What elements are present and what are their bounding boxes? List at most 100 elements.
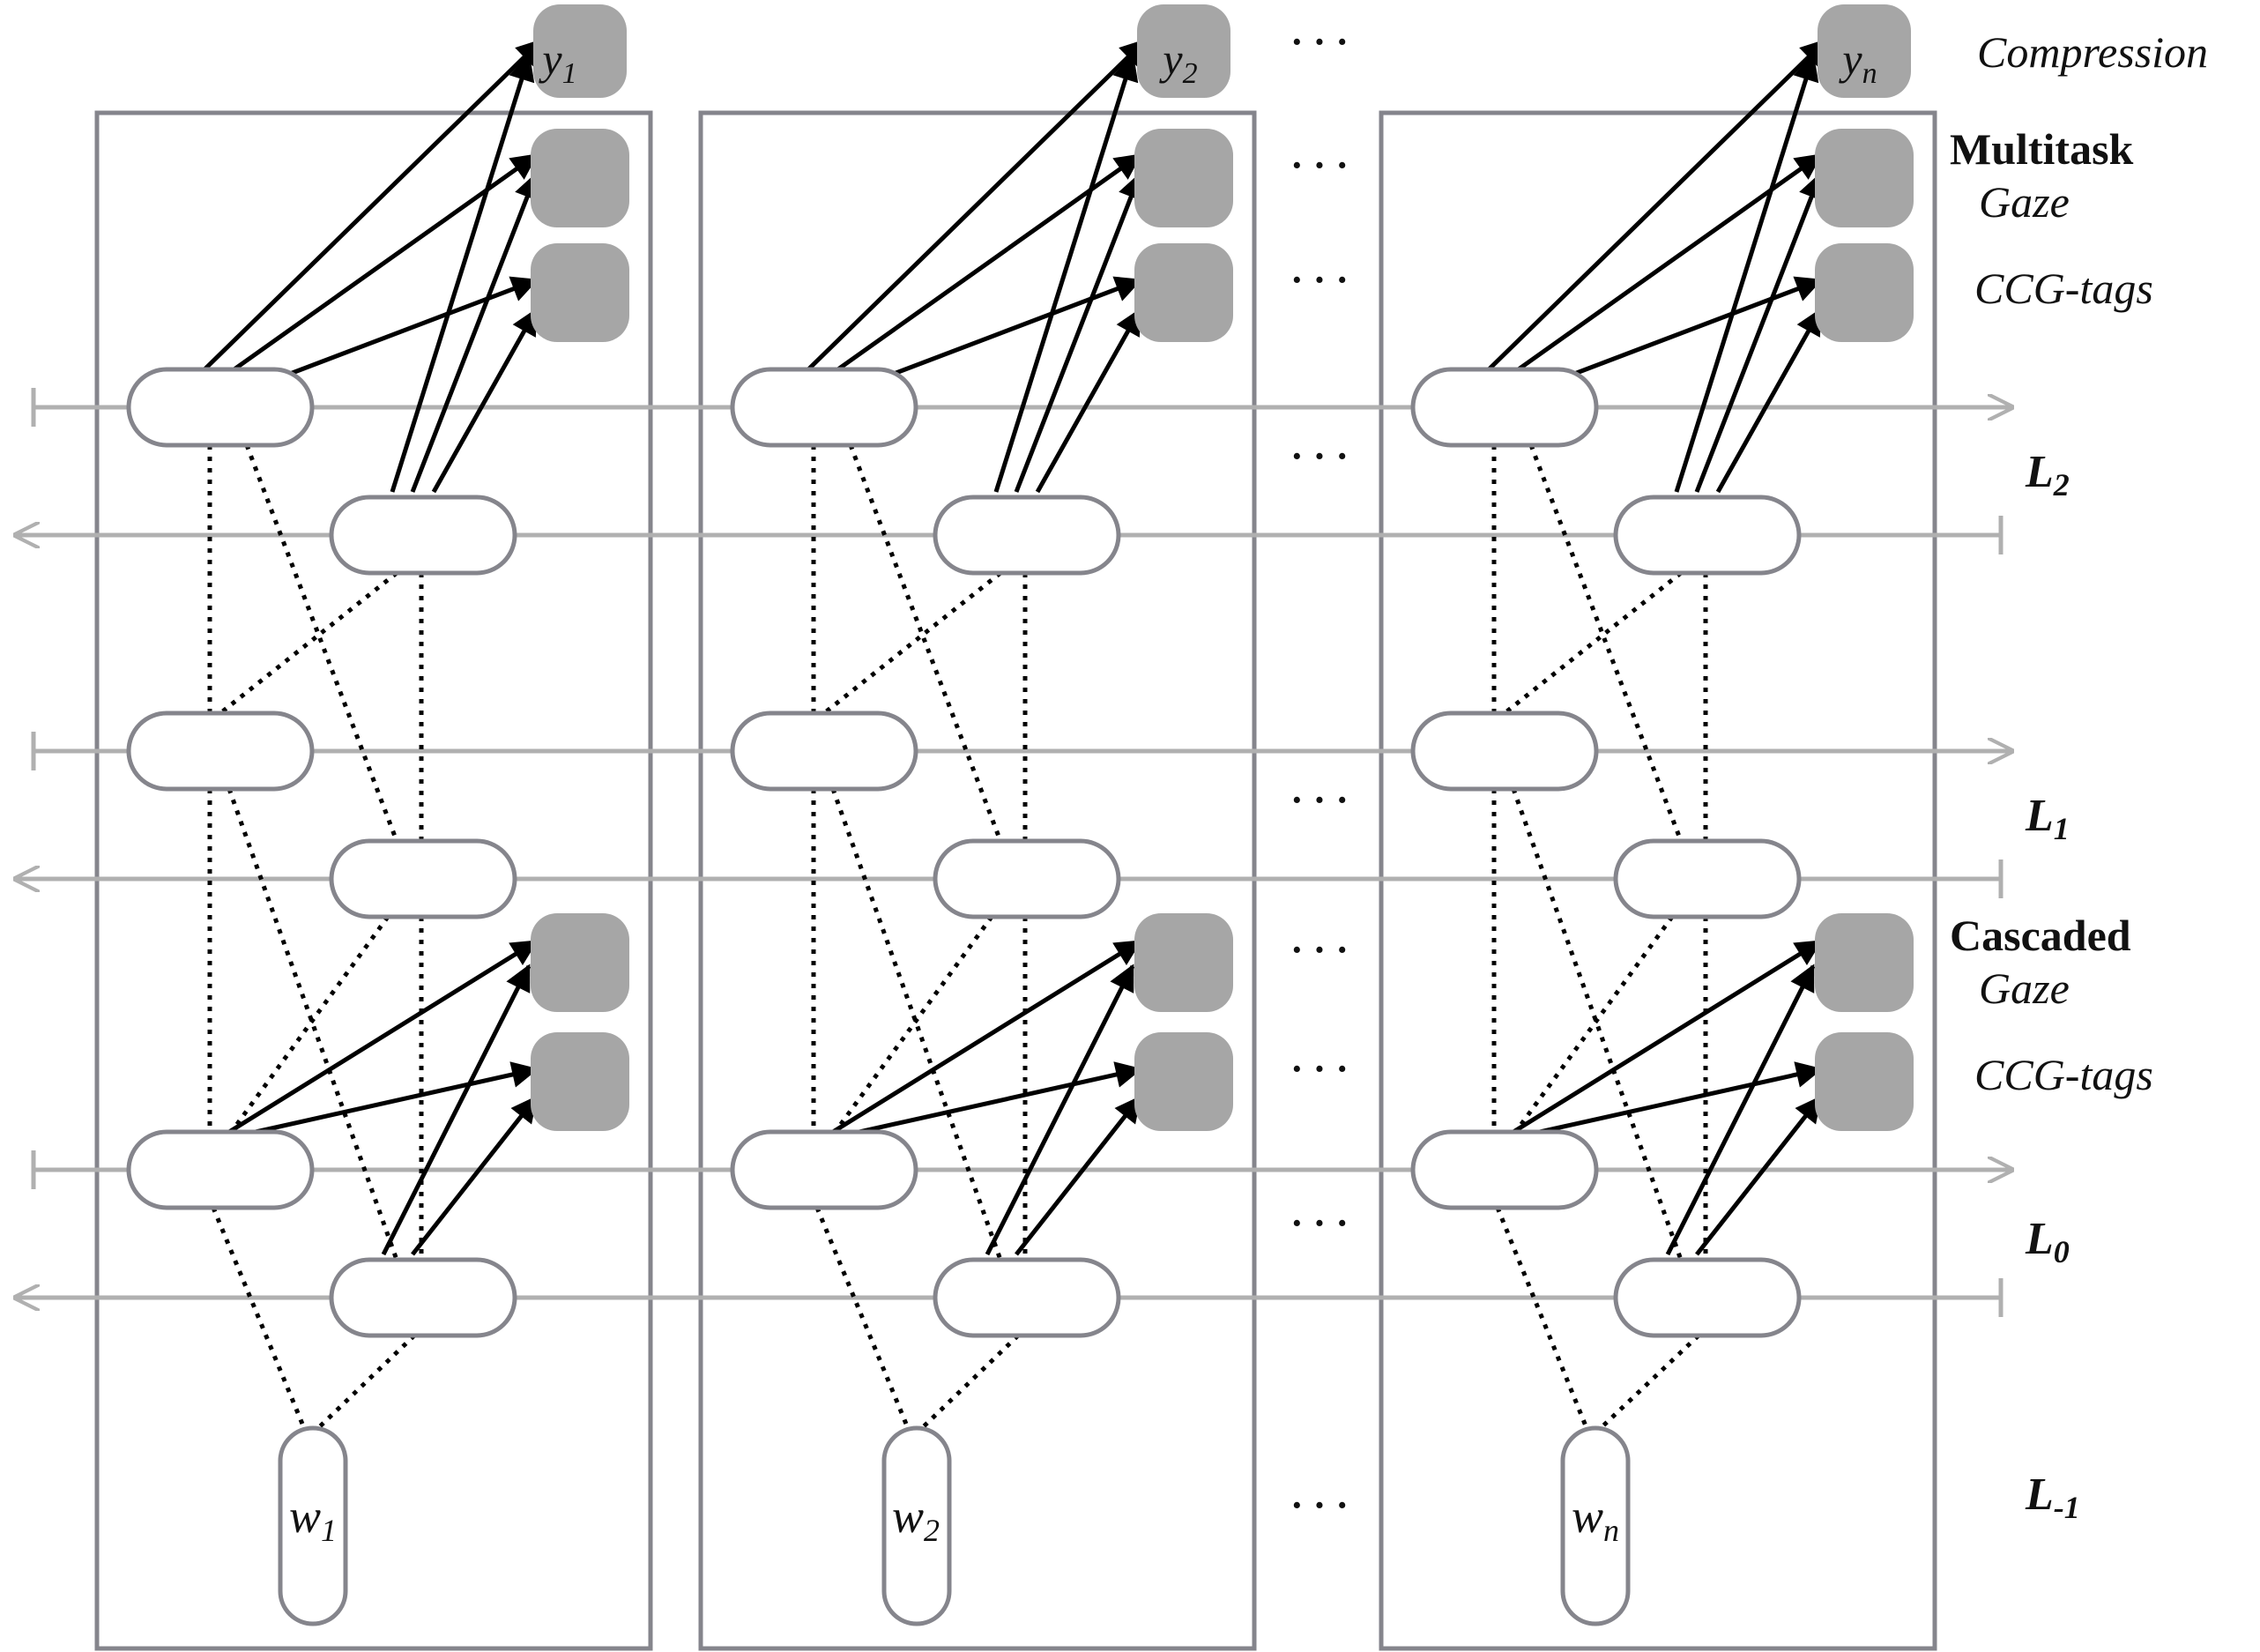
backward-hidden-node-l2 — [1613, 495, 1802, 576]
forward-hidden-node-l0 — [126, 1129, 315, 1210]
cross-connection — [219, 571, 398, 715]
forward-hidden-node-l1 — [730, 711, 918, 792]
layer-label-l2: L2 — [2025, 447, 2070, 502]
cross-connection — [822, 571, 1002, 715]
multitask-gaze-node — [1134, 129, 1233, 227]
arrow-to-cascaded-gaze — [381, 964, 532, 1256]
task-arrows — [199, 38, 1828, 1256]
label-multitask: Multitask — [1950, 124, 2134, 174]
backward-hidden-node-l0 — [329, 1257, 517, 1338]
arrow-to-cascaded-ccg — [1539, 1061, 1823, 1135]
compression-output-node — [533, 4, 627, 98]
arrow-to-cascaded-ccg — [1015, 1095, 1141, 1256]
ellipsis-cascaded-ccg: · · · — [1290, 1047, 1349, 1090]
arrow-to-cascaded-gaze — [227, 939, 539, 1135]
arrow-to-compression — [199, 38, 544, 375]
compression-output-node — [1818, 4, 1911, 98]
ellipsis-l1: · · · — [1290, 778, 1349, 822]
input-connection — [814, 1207, 911, 1429]
ellipsis-l0: · · · — [1290, 1202, 1349, 1245]
cross-connection — [1511, 788, 1684, 1261]
forward-hidden-node-l2 — [730, 367, 918, 448]
forward-hidden-node-l0 — [730, 1129, 918, 1210]
backward-hidden-node-l0 — [1613, 1257, 1802, 1338]
input-connection — [920, 1334, 1020, 1430]
backward-hidden-node-l0 — [933, 1257, 1121, 1338]
backward-hidden-node-l1 — [933, 838, 1121, 919]
cascaded-ccg-node — [531, 1032, 629, 1131]
label-cascaded-gaze: Gaze — [1979, 964, 2070, 1013]
cross-connection — [848, 444, 1003, 842]
compression-output-node — [1137, 4, 1230, 98]
ellipsis-multitask-gaze: · · · — [1290, 144, 1349, 187]
hidden-state-nodes — [126, 367, 1802, 1626]
forward-hidden-node-l1 — [1410, 711, 1599, 792]
arrow-to-cascaded-gaze — [985, 964, 1135, 1256]
input-connection — [211, 1207, 307, 1429]
multitask-gaze-node — [531, 129, 629, 227]
input-word-node — [278, 1425, 348, 1626]
arrow-to-cascaded-gaze — [1512, 939, 1823, 1135]
backward-hidden-node-l1 — [1613, 838, 1802, 919]
cascaded-ccg-node — [1134, 1032, 1233, 1131]
ellipsis-cascaded-gaze: · · · — [1290, 928, 1349, 971]
layer-connections — [207, 444, 1708, 1430]
cascaded-gaze-node — [531, 913, 629, 1012]
output-label-yn: yn — [1838, 34, 1877, 90]
layer-label-l1: L1 — [2025, 791, 2070, 846]
input-word-node — [881, 1425, 952, 1626]
label-cascaded: Cascaded — [1950, 911, 2131, 960]
arrow-to-cascaded-ccg — [1695, 1095, 1822, 1256]
arrow-to-multitask-gaze — [1694, 172, 1825, 493]
arrow-to-multitask-gaze — [1014, 172, 1144, 493]
input-label-w2: w2 — [892, 1490, 940, 1548]
arrow-to-cascaded-ccg — [859, 1061, 1142, 1135]
arrow-to-multitask-ccg — [431, 308, 539, 494]
task-output-nodes — [531, 4, 1914, 1131]
input-label-wn: wn — [1572, 1490, 1619, 1548]
arrow-to-cascaded-gaze — [1665, 964, 1816, 1256]
forward-hidden-node-l0 — [1410, 1129, 1599, 1210]
cross-connection — [1500, 915, 1675, 1151]
arrow-to-cascaded-ccg — [411, 1095, 538, 1256]
label-multitask-ccg-tags: CCG-tags — [1974, 264, 2153, 313]
cross-connection — [227, 788, 399, 1261]
forward-hidden-node-l2 — [1410, 367, 1599, 448]
arrow-to-cascaded-ccg — [255, 1061, 539, 1135]
cross-connection — [830, 788, 1003, 1261]
arrow-to-multitask-ccg — [1715, 308, 1823, 494]
multitask-ccg-node — [531, 243, 629, 342]
cascaded-gaze-node — [1134, 913, 1233, 1012]
input-connection — [1495, 1207, 1589, 1429]
input-label-w1: w1 — [289, 1490, 337, 1548]
ellipsis-input: · · · — [1290, 1484, 1349, 1527]
cascaded-ccg-node — [1815, 1032, 1914, 1131]
forward-hidden-node-l1 — [126, 711, 315, 792]
output-label-y1: y1 — [538, 34, 576, 90]
backward-hidden-node-l1 — [329, 838, 517, 919]
arrow-to-compression — [803, 38, 1148, 375]
multitask-gaze-node — [1815, 129, 1914, 227]
label-cascaded-ccg-tags: CCG-tags — [1974, 1050, 2153, 1099]
arrow-to-multitask-ccg — [1035, 308, 1142, 494]
input-connection — [316, 1334, 416, 1430]
output-label-y2: y2 — [1158, 34, 1197, 90]
label-multitask-gaze: Gaze — [1979, 177, 2070, 227]
label-compression: Compression — [1977, 27, 2208, 77]
arrow-to-multitask-ccg — [1548, 276, 1823, 386]
arrow-to-compression — [390, 54, 535, 493]
backward-hidden-node-l2 — [329, 495, 517, 576]
cascaded-gaze-node — [1815, 913, 1914, 1012]
cross-connection — [1528, 444, 1684, 842]
arrow-to-multitask-ccg — [264, 276, 539, 386]
arrow-to-cascaded-gaze — [831, 939, 1142, 1135]
cross-connection — [216, 915, 390, 1151]
ellipsis-l2: · · · — [1290, 435, 1349, 478]
cross-connection — [820, 915, 994, 1151]
arrow-to-multitask-gaze — [410, 172, 540, 493]
arrow-to-compression — [993, 54, 1139, 493]
multitask-ccg-node — [1815, 243, 1914, 342]
input-connection — [1599, 1334, 1700, 1430]
cross-connection — [1503, 571, 1683, 715]
